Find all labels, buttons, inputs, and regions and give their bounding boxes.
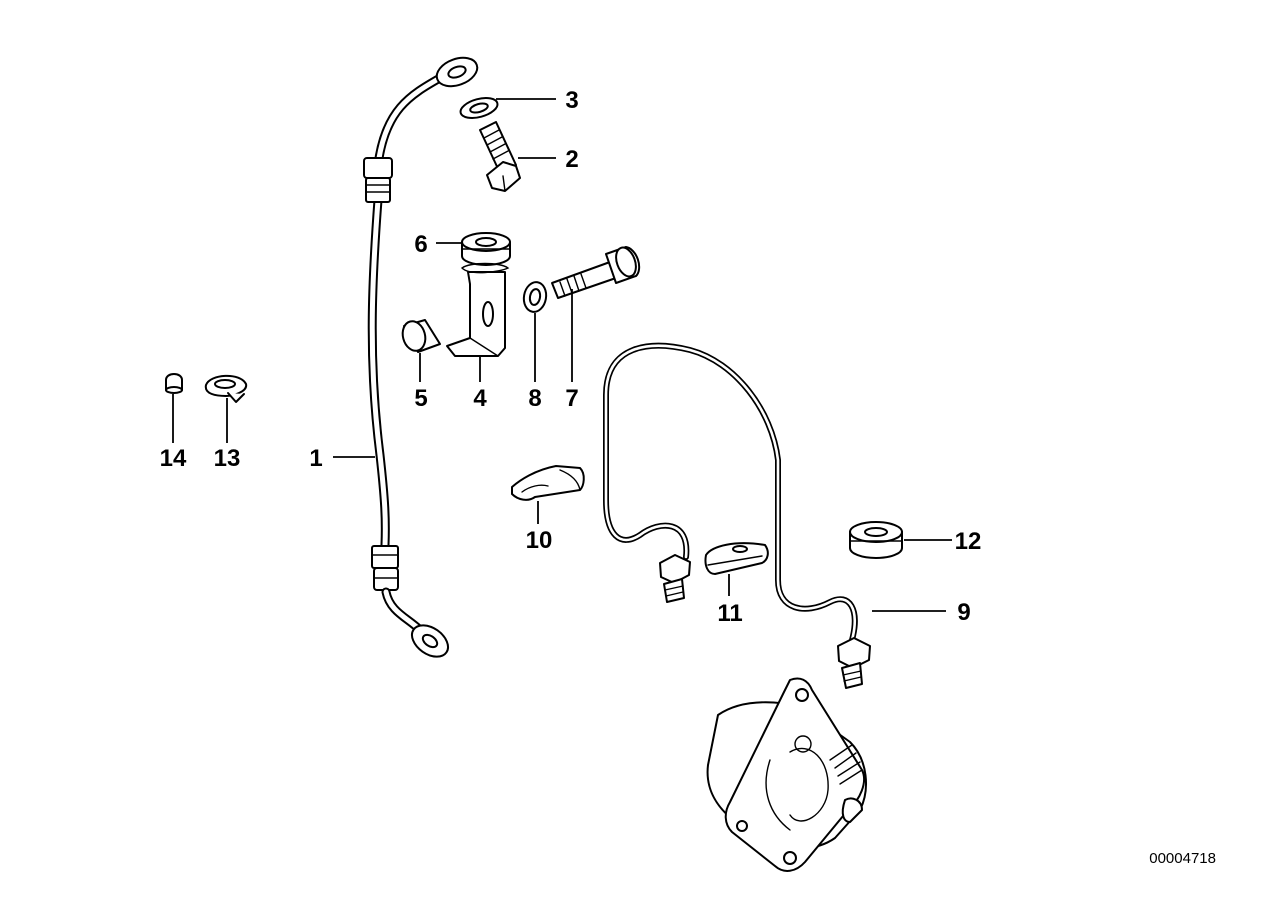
callout-5: 5	[414, 385, 427, 412]
part-12-grommet[interactable]	[849, 521, 903, 559]
callout-9: 9	[957, 599, 970, 626]
callout-8: 8	[528, 385, 541, 412]
part-7-hex-socket-bolt[interactable]	[551, 245, 641, 299]
callout-7: 7	[565, 385, 578, 412]
callout-3: 3	[565, 87, 578, 114]
callout-6: 6	[414, 231, 427, 258]
diagram-reference-number: 00004718	[1149, 850, 1216, 867]
part-11-pipe-clip[interactable]	[704, 542, 769, 575]
part-6-rubber-grommet[interactable]	[461, 232, 511, 266]
callout-13: 13	[214, 445, 241, 472]
part-5-bushing[interactable]	[399, 319, 441, 354]
callout-11: 11	[717, 600, 742, 627]
callout-10: 10	[526, 527, 553, 554]
part-9-brake-pipe[interactable]	[603, 342, 871, 689]
callout-4: 4	[473, 385, 487, 412]
brake-caliper	[706, 677, 867, 872]
callout-12: 12	[955, 528, 982, 555]
part-14-small-nut[interactable]	[165, 373, 183, 394]
part-2-banjo-bolt[interactable]	[479, 121, 521, 192]
callout-2: 2	[565, 146, 578, 173]
leader-lines	[172, 98, 952, 612]
part-1-brake-hose[interactable]	[363, 53, 481, 664]
part-10-pipe-clip[interactable]	[511, 465, 585, 501]
part-4-bracket[interactable]	[446, 262, 510, 357]
part-8-washer[interactable]	[522, 280, 549, 313]
callout-1: 1	[309, 445, 322, 472]
part-13-clip[interactable]	[204, 374, 248, 403]
callout-14: 14	[160, 445, 187, 472]
part-3-sealing-washer[interactable]	[458, 94, 499, 121]
